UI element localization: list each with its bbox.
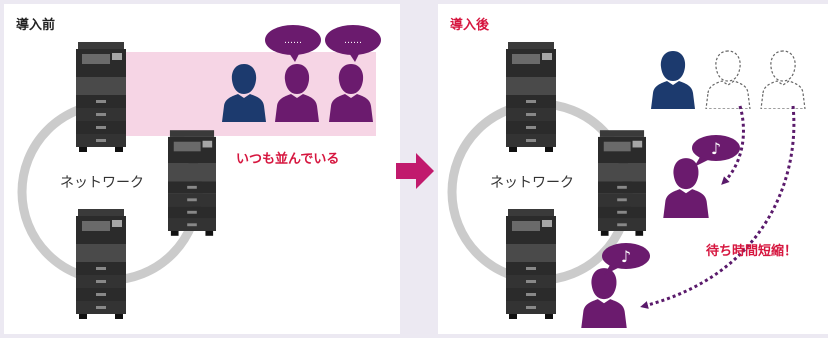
speech-bubble-1: ……	[265, 25, 321, 62]
printer-bottom	[506, 209, 556, 319]
music-note-icon: ♪	[711, 139, 721, 158]
person-navy	[651, 51, 695, 109]
bubble-text: ……	[284, 36, 302, 46]
panel-heading: 導入後	[450, 18, 490, 33]
person-placeholder-2	[760, 50, 806, 109]
printer-top	[76, 42, 126, 152]
person-purple-served-2	[581, 268, 627, 328]
speech-bubble-2: ……	[325, 25, 381, 62]
bubble-text: ……	[344, 36, 362, 46]
move-arrow-1	[721, 105, 745, 185]
music-note-icon: ♪	[621, 247, 631, 266]
queue-callout: いつも並んでいる	[236, 152, 340, 167]
printer-right	[598, 130, 646, 236]
music-bubble-2: ♪	[602, 243, 650, 275]
network-label: ネットワーク	[60, 175, 144, 191]
after-scene: ♪ ♪	[447, 42, 806, 328]
printer-right	[168, 130, 216, 236]
printer-top	[506, 42, 556, 152]
printer-bottom	[76, 209, 126, 319]
network-label: ネットワーク	[490, 175, 574, 191]
before-scene: …… ……	[17, 25, 381, 319]
panel-heading: 導入前	[16, 18, 56, 33]
music-bubble-1: ♪	[692, 135, 740, 167]
person-placeholder-1	[705, 50, 751, 109]
panel-after: ♪ ♪ 導入後 ネットワーク 待ち時間短縮！	[438, 4, 828, 334]
queue-highlight	[104, 52, 376, 136]
panel-before: …… …… 導入前 ネットワーク いつも並んでいる	[4, 4, 400, 334]
transition-arrow-icon	[396, 153, 434, 189]
person-purple-served-1	[663, 158, 709, 218]
wait-time-callout: 待ち時間短縮！	[706, 244, 798, 259]
